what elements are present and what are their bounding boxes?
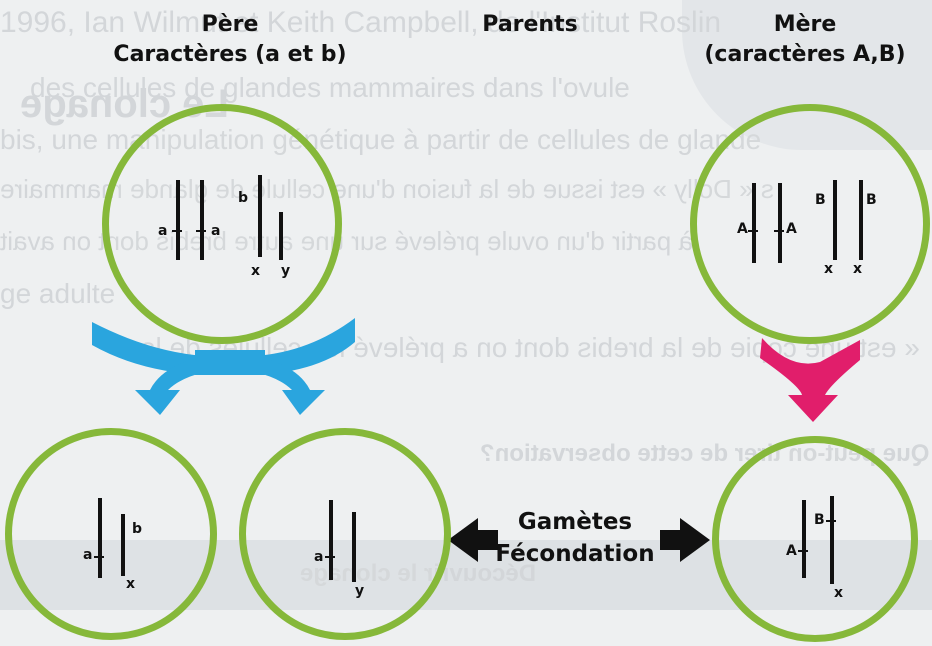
mother-subtitle: (caractères A,B) [704, 42, 906, 67]
gene-label: B [814, 512, 825, 528]
chromosome [121, 514, 125, 576]
chromosome [752, 183, 756, 263]
parents-title: Parents [482, 12, 578, 37]
ghost-text: 1996, Ian Wilmut et Keith Campbell, de l… [0, 6, 722, 39]
chromosome [176, 180, 180, 260]
gene-locus [172, 230, 182, 232]
chromosome [258, 175, 262, 257]
left-arrow-icon [448, 518, 498, 562]
gene-label: a [158, 223, 168, 239]
gene-label: x [834, 585, 844, 601]
gametes-label: Gamètes [517, 509, 633, 535]
gene-label: a [211, 223, 221, 239]
gamete-cell-1 [5, 428, 217, 640]
gene-label: x [251, 263, 261, 279]
down-arrow-icon [760, 338, 860, 422]
gene-label: x [853, 261, 863, 277]
gene-label: A [786, 543, 797, 559]
gene-label: y [355, 583, 365, 599]
father-subtitle: Caractères (a et b) [113, 42, 347, 67]
father-title-text: Père [201, 12, 259, 37]
chromosome [778, 183, 782, 263]
ghost-text: des cellules de glandes mammaires dans l… [30, 72, 630, 103]
split-arrow-icon [92, 318, 355, 415]
chromosome [833, 180, 837, 260]
chromosome [200, 180, 204, 260]
gene-label: B [866, 192, 877, 208]
gene-label: a [83, 547, 93, 563]
gene-label: b [238, 190, 249, 206]
fecondation-label: Fécondation [495, 541, 655, 567]
chromosome [802, 500, 806, 578]
chromosome [830, 496, 834, 584]
gene-locus [826, 520, 836, 522]
chromosome [279, 212, 283, 260]
gamete-cell-2 [239, 428, 451, 640]
gene-locus [798, 550, 808, 552]
gene-label: x [824, 261, 834, 277]
gene-locus [748, 230, 758, 232]
gene-label: B [815, 192, 826, 208]
gene-locus [196, 230, 206, 232]
chromosome [352, 512, 356, 582]
mother-title: Mère (caractères A,B) [680, 10, 930, 70]
gene-label: A [737, 221, 748, 237]
gene-locus [774, 230, 784, 232]
gene-locus [325, 556, 335, 558]
gametes-fecondation-label: Gamètes Fécondation [490, 506, 660, 570]
gene-label: A [786, 221, 797, 237]
gene-label: a [314, 549, 324, 565]
gamete-cell-3 [712, 436, 918, 642]
gene-label: b [132, 521, 143, 537]
chromosome [98, 498, 102, 578]
father-cell [102, 104, 342, 344]
chromosome [859, 180, 863, 260]
mother-cell [690, 104, 930, 344]
ghost-text: ge adulte [0, 278, 116, 309]
gene-label: y [281, 263, 291, 279]
right-arrow-icon [660, 518, 710, 562]
gene-locus [94, 556, 104, 558]
gene-label: x [126, 576, 136, 592]
father-title: Père Caractères (a et b) [80, 10, 380, 70]
chromosome [329, 500, 333, 580]
mother-title-text: Mère [773, 12, 837, 37]
